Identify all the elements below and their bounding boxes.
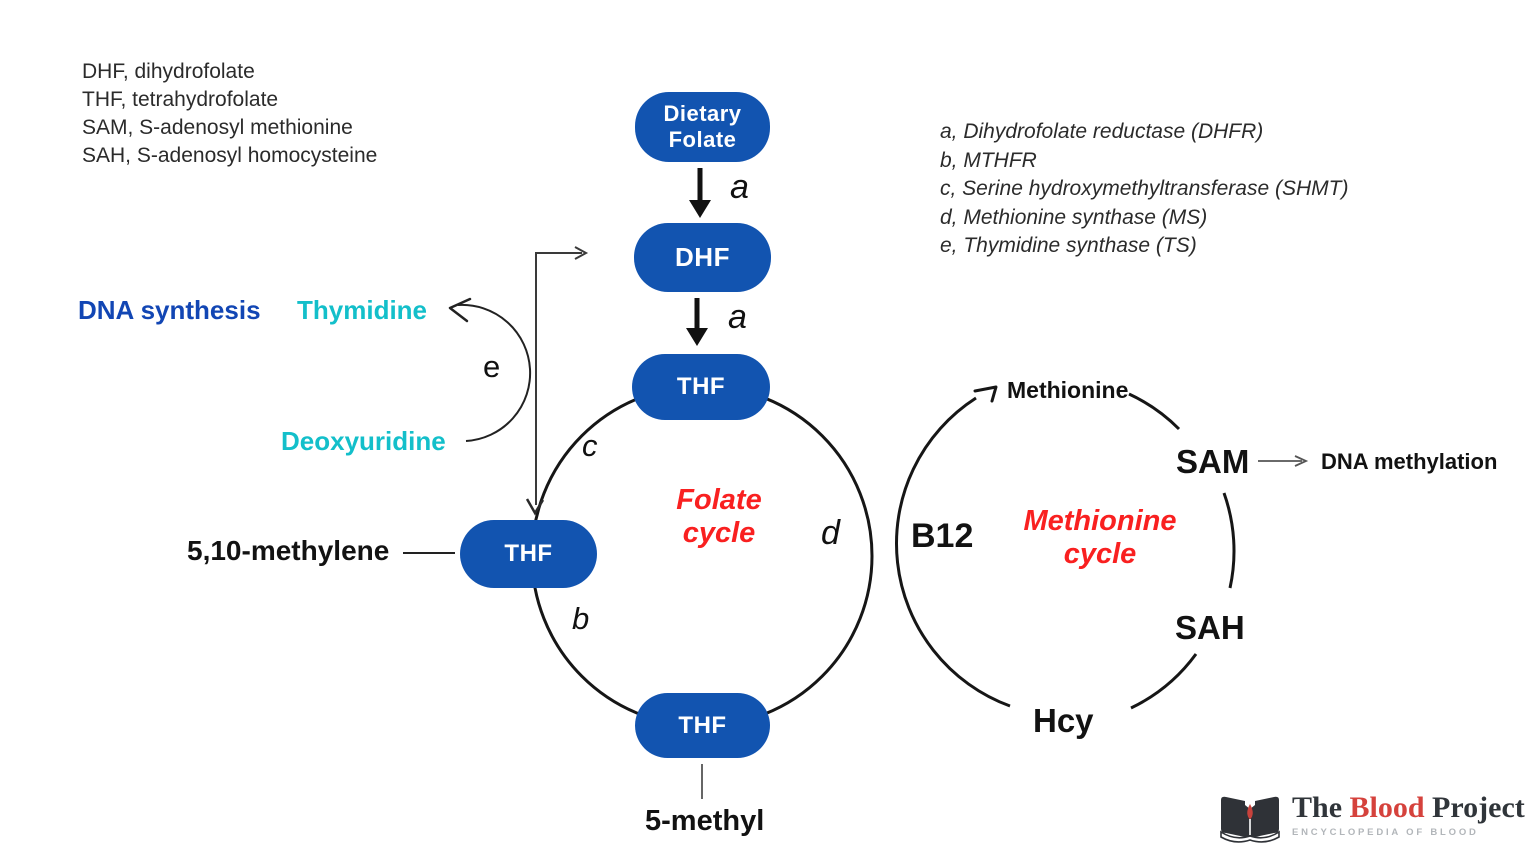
enzyme-line: b, MTHFR — [940, 148, 1037, 172]
label-sah: SAH — [1175, 609, 1245, 646]
node-thf-bottom-label: THF — [678, 711, 727, 739]
node-thf-top-label: THF — [676, 373, 726, 400]
folate-cycle-title: Folate cycle — [676, 484, 762, 549]
abbreviation-line: DHF, dihydrofolate — [82, 60, 255, 83]
node-dietary-folate-line2: Folate — [668, 127, 737, 152]
enzyme-line: e, Thymidine synthase (TS) — [940, 234, 1197, 257]
abbreviation-line: SAH, S-adenosyl homocysteine — [82, 144, 378, 167]
logo-title: The Blood Project — [1292, 792, 1525, 824]
methionine-cycle-right-arc — [1222, 492, 1236, 589]
logo-word-the: The — [1292, 791, 1343, 824]
enzyme-legend: a, Dihydrofolate reductase (DHFR) b, MTH… — [940, 118, 1348, 261]
blood-project-logo: The Blood Project ENCYCLOPEDIA OF BLOOD — [1218, 792, 1525, 846]
label-deoxyuridine: Deoxyuridine — [281, 426, 446, 456]
abbreviation-legend: DHF, dihydrofolate THF, tetrahydrofolate… — [82, 58, 377, 170]
methionine-cycle-title-line1: Methionine — [1023, 505, 1177, 537]
methionine-cycle-title: Methionine cycle — [1019, 505, 1181, 571]
logo-word-project: Project — [1432, 791, 1525, 824]
step-label-e: e — [483, 349, 501, 384]
enzyme-line: c, Serine hydroxymethyltransferase (SHMT… — [940, 177, 1349, 200]
abbreviation-line: THF, tetrahydrofolate — [82, 88, 279, 111]
node-thf-methylene: THF — [460, 520, 597, 588]
node-dietary-folate: Dietary Folate — [635, 92, 770, 162]
label-thymidine: Thymidine — [297, 295, 428, 325]
step-label-a2: a — [728, 298, 747, 336]
node-dietary-folate-line1: Dietary — [663, 101, 742, 126]
feedback-arrowhead-right-icon — [574, 246, 589, 260]
logo-word-blood: Blood — [1349, 791, 1425, 824]
methionine-cycle-topright-arc — [1128, 392, 1181, 431]
step-label-a1: a — [730, 168, 749, 206]
enzyme-line: a, Dihydrofolate reductase (DHFR) — [940, 120, 1264, 143]
abbreviation-line: SAM, S-adenosyl methionine — [82, 116, 353, 139]
node-thf-top: THF — [632, 354, 770, 420]
thymidine-arrowhead-icon — [448, 297, 472, 323]
methionine-cycle-left-arc — [895, 396, 1011, 708]
node-thf-bottom: THF — [635, 693, 770, 758]
node-thf-methylene-label: THF — [504, 540, 553, 567]
thymidylate-feedback-line — [535, 252, 582, 505]
label-methionine: Methionine — [1007, 377, 1129, 403]
enzyme-line: d, Methionine synthase (MS) — [940, 205, 1208, 229]
label-hcy: Hcy — [1033, 702, 1094, 739]
methionine-cycle-bottomright-arc — [1130, 653, 1198, 710]
feedback-arrowhead-down-icon — [525, 498, 545, 516]
arrow-dietary-to-dhf-head-icon — [689, 200, 711, 218]
node-dhf: DHF — [634, 223, 771, 292]
label-sam: SAM — [1176, 443, 1250, 480]
open-book-icon — [1220, 796, 1280, 843]
label-methylene: 5,10-methylene — [187, 535, 390, 566]
arrow-dhf-to-thf-head-icon — [686, 328, 708, 346]
thymidine-synthase-arc — [457, 303, 532, 442]
label-dna-methylation: DNA methylation — [1321, 449, 1498, 474]
label-b12: B12 — [911, 517, 974, 555]
methionine-cycle-title-line2: cycle — [1063, 538, 1137, 570]
arrow-sam-head-icon — [1294, 455, 1309, 467]
step-label-c: c — [582, 428, 598, 463]
logo-subtitle: ENCYCLOPEDIA OF BLOOD — [1292, 827, 1479, 838]
logo-text: The Blood Project ENCYCLOPEDIA OF BLOOD — [1292, 792, 1525, 839]
node-dhf-label: DHF — [675, 242, 730, 272]
step-label-b: b — [572, 601, 590, 636]
methionine-cycle-arrowhead-icon — [973, 385, 998, 403]
label-five-methyl: 5-methyl — [645, 805, 765, 837]
label-dna-synthesis: DNA synthesis — [78, 295, 261, 325]
step-label-d: d — [821, 514, 840, 552]
